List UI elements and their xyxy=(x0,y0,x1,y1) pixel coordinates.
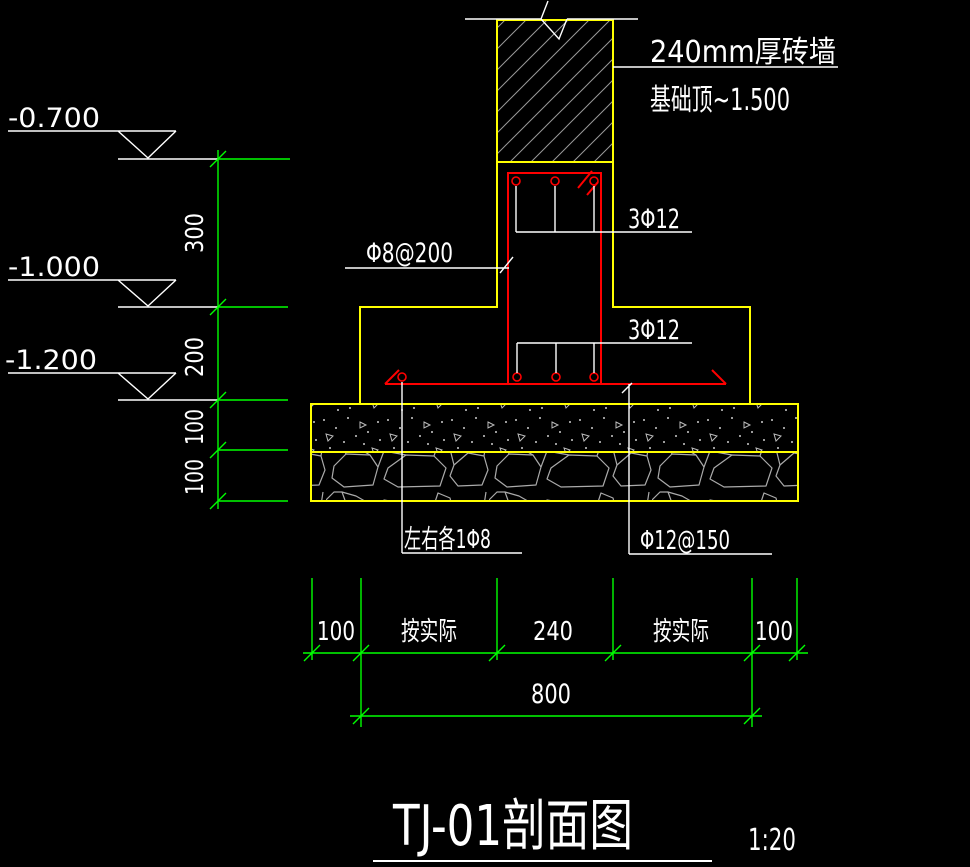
annotation-text: 240mm厚砖墙 基础顶~1.500 -0.700 -1.000 -1.200 … xyxy=(5,35,836,859)
break-line-symbol xyxy=(540,0,568,41)
wall-note-line1: 240mm厚砖墙 xyxy=(650,35,836,70)
foundation-step-left xyxy=(359,162,498,403)
dim-240: 240 xyxy=(533,617,573,647)
stirrup-leader xyxy=(345,256,514,274)
dim-800-total: 800 xyxy=(531,679,571,710)
dim-100-left: 100 xyxy=(317,617,355,647)
dim-100-right: 100 xyxy=(755,617,793,647)
brick-wall-hatch xyxy=(496,19,614,163)
top-bar-section xyxy=(550,176,560,186)
bottom-bar-hook-right xyxy=(711,369,727,385)
top-bar-section xyxy=(511,176,521,186)
vertical-dim-extensions xyxy=(218,158,290,502)
side-bar-section xyxy=(397,372,407,382)
wall-note-line2: 基础顶~1.500 xyxy=(650,83,790,118)
bottom-bars-leader xyxy=(516,342,692,373)
elevation-symbol-0700 xyxy=(8,130,218,160)
elevation-symbol-1200 xyxy=(8,372,218,401)
elevation-label-1200: -1.200 xyxy=(5,345,97,376)
drawing-scale: 1:20 xyxy=(748,823,796,858)
stirrup-label: Φ8@200 xyxy=(366,238,453,269)
side-bars-label: 左右各1Φ8 xyxy=(404,525,491,555)
vertical-dim-100a: 100 xyxy=(180,409,209,445)
top-bars-leader xyxy=(515,186,692,233)
vertical-dim-100b: 100 xyxy=(180,459,209,495)
horizontal-dim-ticks-2 xyxy=(352,707,761,725)
dimension-lines xyxy=(209,150,808,727)
dim-actual-left: 按实际 xyxy=(401,617,457,647)
vertical-dim-300: 300 xyxy=(180,213,209,253)
bottom-bar-hook-left xyxy=(384,369,400,385)
dim-actual-right: 按实际 xyxy=(653,617,709,647)
top-bars-label: 3Φ12 xyxy=(628,204,680,235)
concrete-cushion-layer xyxy=(310,403,799,453)
vertical-dim-200: 200 xyxy=(180,337,209,377)
side-bar-leader xyxy=(401,382,522,554)
stirrup-outline xyxy=(507,172,602,384)
bottom-mesh-leader xyxy=(621,382,772,555)
elevation-label-0700: -0.700 xyxy=(8,103,100,134)
drawing-title: TJ-01剖面图 xyxy=(392,794,633,859)
foundation-outline xyxy=(310,19,799,502)
elevation-label-1000: -1.000 xyxy=(8,252,100,283)
stirrup-hook-tick1 xyxy=(577,170,593,189)
elevation-symbol-1000 xyxy=(8,279,218,308)
bottom-mesh-label: Φ12@150 xyxy=(640,526,730,556)
top-bar-section xyxy=(589,176,599,186)
foundation-step-right xyxy=(612,162,751,403)
horizontal-dim-ticks-1 xyxy=(303,644,806,662)
vertical-dim-ticks xyxy=(209,150,227,510)
bottom-bars-label: 3Φ12 xyxy=(628,315,680,346)
white-linework xyxy=(8,0,838,862)
rubble-stone-layer xyxy=(310,451,799,502)
